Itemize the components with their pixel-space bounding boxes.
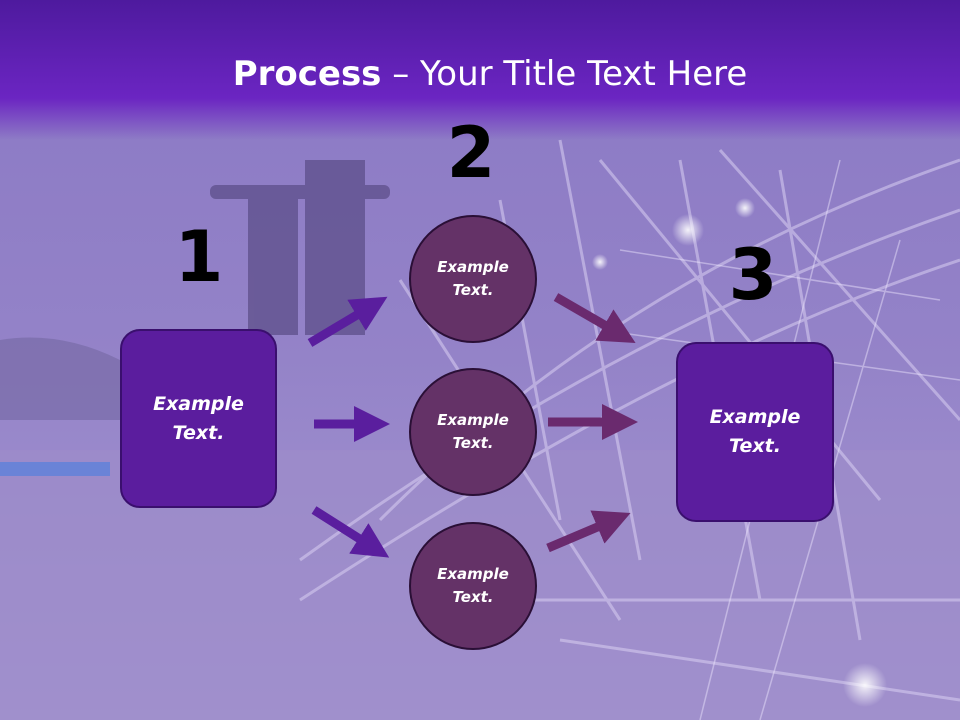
slide-title: Process – Your Title Text Here: [0, 52, 960, 96]
step-number-3: 3: [728, 234, 778, 316]
step-number-2: 2: [446, 112, 496, 194]
title-band: [0, 0, 960, 140]
title-rest: – Your Title Text Here: [381, 54, 748, 94]
start-box[interactable]: Example Text.: [120, 329, 277, 508]
title-bold: Process: [232, 54, 382, 94]
step-number-1: 1: [174, 216, 224, 298]
circle-middle[interactable]: Example Text.: [409, 368, 537, 496]
end-box[interactable]: Example Text.: [676, 342, 834, 522]
circle-bottom[interactable]: Example Text.: [409, 522, 537, 650]
circle-top[interactable]: Example Text.: [409, 215, 537, 343]
